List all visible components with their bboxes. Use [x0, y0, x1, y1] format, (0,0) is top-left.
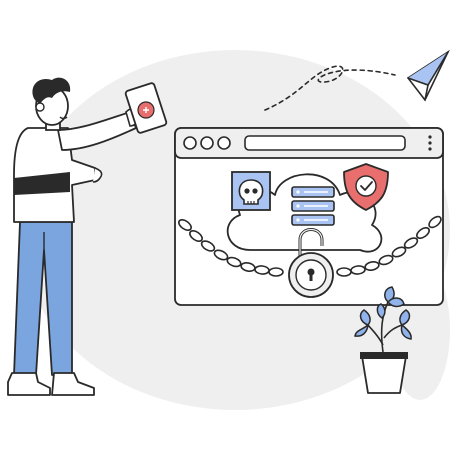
chain-icon: [178, 215, 442, 277]
shoe-icon: [7, 372, 95, 396]
server-icon: [291, 186, 335, 226]
plant-icon: [354, 286, 412, 394]
menu-dots-icon: [428, 135, 432, 151]
window-dot-icon: [200, 136, 214, 150]
window-dot-icon: [217, 136, 231, 150]
belt-band: [14, 172, 70, 195]
phone-icon: [124, 82, 168, 134]
hair: [32, 77, 71, 104]
address-bar: [244, 135, 406, 151]
skull-icon: [231, 171, 271, 211]
padlock-icon: [288, 228, 334, 298]
person-figure: [7, 77, 168, 396]
mouth: [59, 116, 68, 120]
ear: [35, 102, 45, 112]
shield-check-icon: [343, 163, 389, 211]
paper-plane-icon: [264, 49, 450, 111]
window-dot-icon: [183, 136, 197, 150]
